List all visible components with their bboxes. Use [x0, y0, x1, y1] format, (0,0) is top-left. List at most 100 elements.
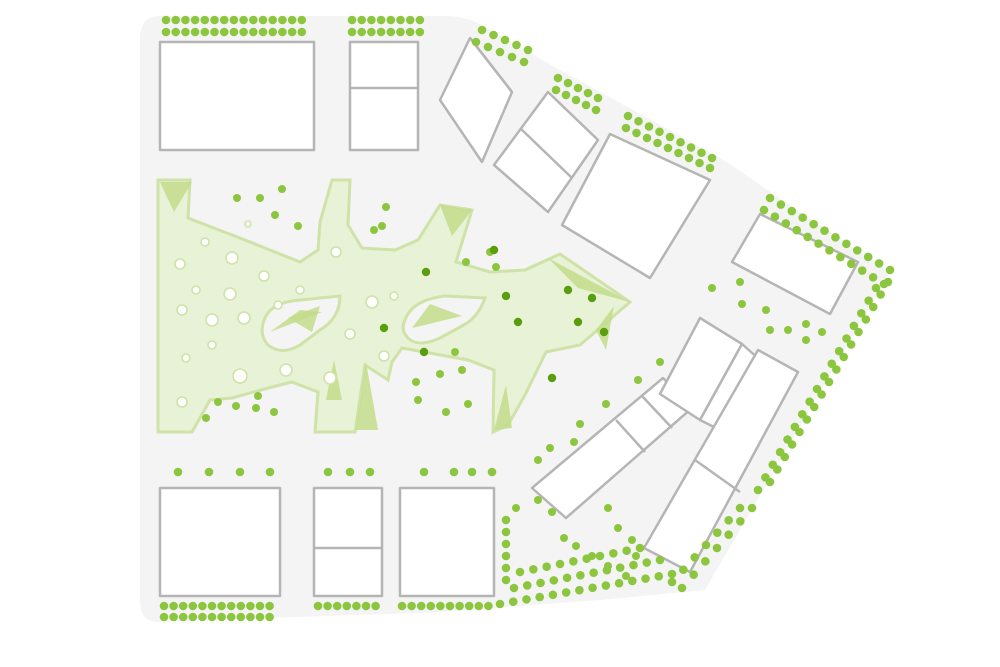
tree	[278, 15, 287, 25]
building-block	[158, 40, 316, 152]
tree	[686, 143, 696, 152]
tree	[455, 601, 464, 611]
tree	[229, 27, 239, 37]
tree	[287, 27, 297, 37]
tree	[766, 326, 774, 334]
plaza-shard	[288, 306, 320, 332]
tree	[258, 27, 268, 37]
tree	[820, 372, 829, 381]
tree	[188, 612, 198, 622]
tree	[632, 128, 641, 138]
tree	[178, 612, 188, 622]
tree	[701, 557, 710, 566]
buildings	[158, 36, 860, 598]
tree	[522, 581, 532, 590]
tree	[561, 588, 571, 597]
tree	[770, 212, 780, 222]
tree	[477, 25, 487, 35]
tree	[258, 15, 268, 25]
tree	[265, 612, 274, 622]
tree	[820, 226, 829, 236]
tree	[805, 397, 814, 406]
tree	[507, 52, 517, 62]
tree	[198, 612, 207, 622]
tree	[226, 601, 236, 611]
tree	[602, 400, 610, 408]
tree	[265, 467, 275, 477]
tree	[783, 435, 792, 444]
tree	[169, 601, 178, 611]
tree	[593, 93, 603, 103]
tree	[529, 565, 538, 574]
tree	[323, 467, 333, 477]
plaza-shards	[160, 182, 630, 430]
tree	[367, 27, 376, 37]
tree	[623, 111, 633, 121]
tree	[171, 15, 180, 25]
tree	[190, 27, 200, 37]
tree	[367, 15, 376, 25]
tree	[814, 239, 823, 248]
fountain-ring	[191, 285, 201, 295]
tree	[256, 194, 264, 202]
fountain-ring	[295, 285, 305, 295]
tree	[762, 306, 770, 314]
tree	[549, 576, 559, 585]
tree	[629, 560, 638, 570]
tree	[863, 252, 873, 262]
tree	[386, 27, 396, 37]
tree	[217, 601, 226, 611]
tree	[484, 601, 493, 611]
tree	[464, 601, 474, 611]
tree	[765, 193, 775, 203]
tree	[214, 398, 222, 406]
plaza-shard	[548, 258, 630, 302]
tree	[396, 15, 405, 25]
fountain-ring	[344, 328, 356, 340]
tree	[536, 578, 545, 588]
building-block	[560, 132, 712, 280]
plaza-shard	[160, 182, 192, 212]
tree	[581, 100, 591, 110]
tree	[412, 378, 420, 386]
tree	[548, 508, 556, 516]
tree	[621, 123, 631, 133]
tree	[542, 562, 551, 571]
plaza-shard	[356, 362, 378, 430]
tree	[667, 569, 677, 579]
tree	[663, 143, 673, 153]
tree	[551, 85, 561, 95]
tree	[713, 528, 722, 537]
tree	[515, 567, 525, 577]
tree	[161, 15, 171, 25]
tree	[759, 205, 769, 215]
tree	[588, 583, 597, 593]
tree	[852, 246, 862, 255]
building-block	[348, 40, 420, 152]
tree	[655, 127, 664, 137]
tree	[818, 328, 826, 336]
tree	[371, 601, 380, 611]
tree	[642, 133, 652, 143]
tree	[871, 283, 881, 293]
tree	[676, 137, 685, 147]
tree	[232, 402, 240, 410]
tree	[512, 40, 521, 50]
fountain-ring	[330, 246, 342, 258]
tree	[246, 601, 255, 611]
tree	[370, 226, 378, 234]
tree	[345, 467, 355, 477]
tree	[563, 285, 573, 295]
tree	[864, 296, 873, 305]
tree	[553, 73, 563, 83]
tree	[697, 148, 706, 158]
tree	[832, 365, 841, 374]
tree	[701, 540, 711, 550]
tree	[217, 612, 226, 622]
tree	[797, 409, 807, 419]
tree	[271, 211, 279, 219]
fountain-ring	[181, 353, 191, 363]
fountain-ring	[258, 270, 270, 282]
tree	[854, 327, 863, 337]
tree	[560, 534, 568, 542]
